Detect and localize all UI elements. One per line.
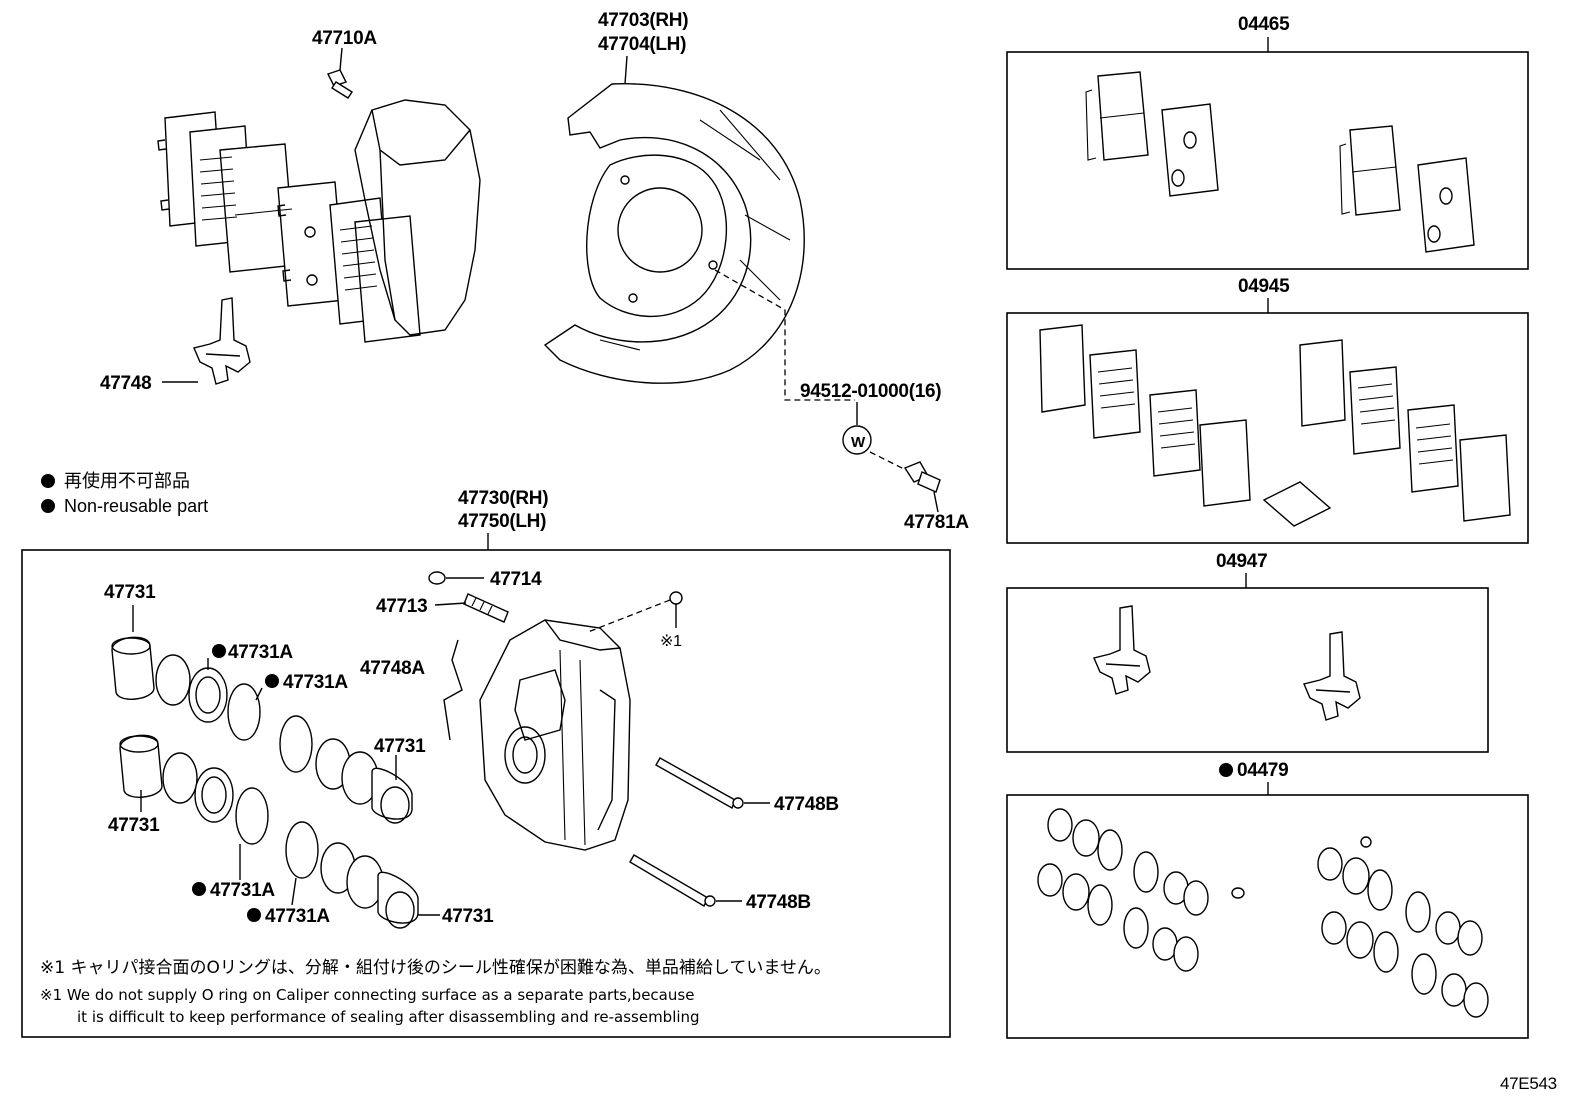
spring-47748A-illustration — [443, 639, 463, 741]
bleeder-screw-47713-illustration — [463, 593, 509, 623]
label-47710A: 47710A — [312, 28, 377, 49]
pin-47748B-2-illustration — [629, 854, 716, 907]
label-47750-lh: 47750(LH) — [458, 511, 546, 532]
piston-seal-set-lower-illustration — [119, 734, 419, 929]
bolt-47781A-illustration — [903, 461, 941, 493]
clip-47748-illustration — [193, 297, 251, 385]
caliper-assembly-box — [21, 549, 951, 1038]
label-47731A-3: 47731A — [210, 880, 275, 901]
label-kit-04465: 04465 — [1238, 14, 1290, 35]
piston-seal-set-upper-illustration — [111, 636, 413, 824]
label-47731-mid-left: 47731 — [108, 815, 160, 836]
non-reusable-bullet-icon — [41, 499, 55, 513]
label-47748B-lower: 47748B — [746, 892, 811, 913]
brake-pad-assembly-illustration — [157, 111, 421, 343]
drawing-id: 47E543 — [1500, 1074, 1557, 1093]
note-en-line2: it is difficult to keep performance of s… — [77, 1008, 700, 1026]
note-jp: ※1 キャリパ接合面のOリングは、分解・組付け後のシール性確保が困難な為、単品補… — [40, 958, 831, 978]
label-47731-mid-right: 47731 — [374, 736, 426, 757]
legend: 再使用不可部品 Non-reusable part — [41, 471, 208, 516]
kit-04479-seals-illustration — [1037, 808, 1489, 1018]
kit-04465-pads-illustration — [1085, 71, 1475, 253]
label-47731A-4: 47731A — [265, 906, 330, 927]
caliper-body-illustration — [479, 619, 631, 851]
label-47781A: 47781A — [904, 512, 969, 533]
label-kit-04479: 04479 — [1237, 760, 1288, 781]
bleeder-cap-47714-illustration — [428, 571, 446, 585]
non-reusable-bullet-icon — [265, 674, 279, 688]
washer-w-marker — [842, 425, 872, 455]
label-47704-lh: 47704(LH) — [598, 34, 686, 55]
washer-w-symbol: W — [851, 434, 866, 451]
non-reusable-bullet-icon — [41, 474, 55, 488]
label-47713: 47713 — [376, 596, 427, 617]
non-reusable-bullet-icon — [192, 882, 206, 896]
label-kit-04947: 04947 — [1216, 551, 1267, 572]
label-47748: 47748 — [100, 373, 151, 394]
label-47730-rh: 47730(RH) — [458, 488, 548, 509]
pin-47748B-1-illustration — [655, 757, 744, 810]
non-reusable-bullet-icon — [212, 644, 226, 658]
caliper-o-ring-icon — [669, 591, 683, 605]
label-47748B-upper: 47748B — [774, 794, 839, 815]
note-en-line1: ※1 We do not supply O ring on Caliper co… — [40, 986, 694, 1004]
label-47731-top: 47731 — [104, 582, 156, 603]
label-47714: 47714 — [490, 569, 542, 590]
kit-04465-box — [1006, 51, 1529, 270]
kit-04945-pads-illustration — [1039, 324, 1511, 527]
kit-04945-box — [1006, 312, 1529, 544]
disc-brake-dust-shield-illustration — [543, 83, 805, 384]
kit-04947-clips-illustration — [1093, 605, 1361, 721]
legend-jp: 再使用不可部品 — [64, 471, 190, 491]
kit-04947-box — [1006, 587, 1489, 753]
label-o-ring-note-mark: ※1 — [660, 633, 682, 650]
non-reusable-bullet-icon — [1219, 763, 1233, 777]
label-94512-01000: 94512-01000(16) — [800, 381, 941, 402]
label-47731A-2: 47731A — [283, 672, 348, 693]
label-47748A: 47748A — [360, 658, 425, 679]
kit-04479-box — [1006, 794, 1529, 1039]
caliper-outline-illustration — [354, 99, 481, 336]
label-kit-04945: 04945 — [1238, 276, 1290, 297]
label-47703-rh: 47703(RH) — [598, 10, 688, 31]
non-reusable-bullet-icon — [247, 908, 261, 922]
label-47731A-1: 47731A — [228, 642, 293, 663]
bolt-47710A-illustration — [327, 47, 353, 99]
label-47731-bottom-right: 47731 — [442, 906, 494, 927]
legend-en: Non-reusable part — [64, 496, 208, 516]
